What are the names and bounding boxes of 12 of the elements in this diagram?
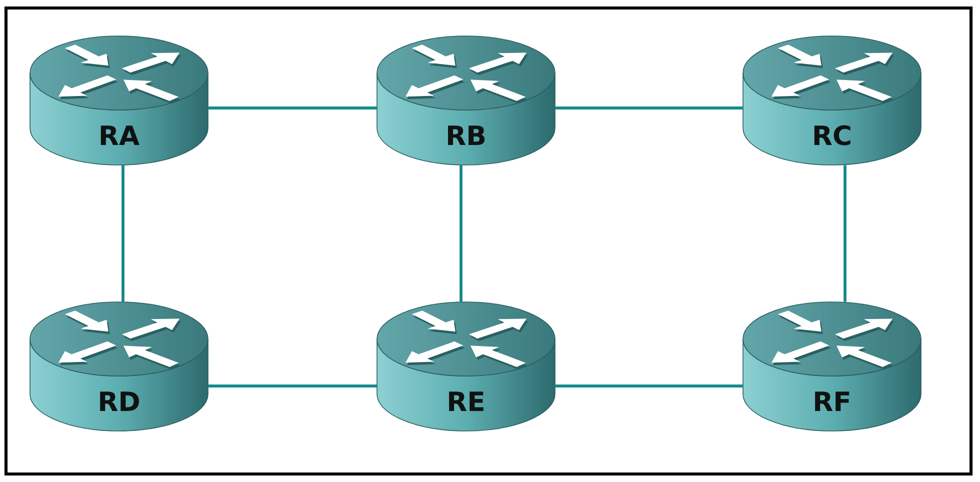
link-line xyxy=(555,384,743,388)
link-line xyxy=(844,165,846,302)
link-line xyxy=(122,165,124,302)
link-line xyxy=(555,106,743,110)
router: RA xyxy=(30,36,208,166)
link-line xyxy=(208,106,377,110)
router: RC xyxy=(742,36,922,166)
link-line xyxy=(208,384,377,388)
router: RE xyxy=(376,302,556,432)
router: RF xyxy=(742,302,922,432)
router: RB xyxy=(376,36,556,166)
router: RD xyxy=(30,302,208,432)
